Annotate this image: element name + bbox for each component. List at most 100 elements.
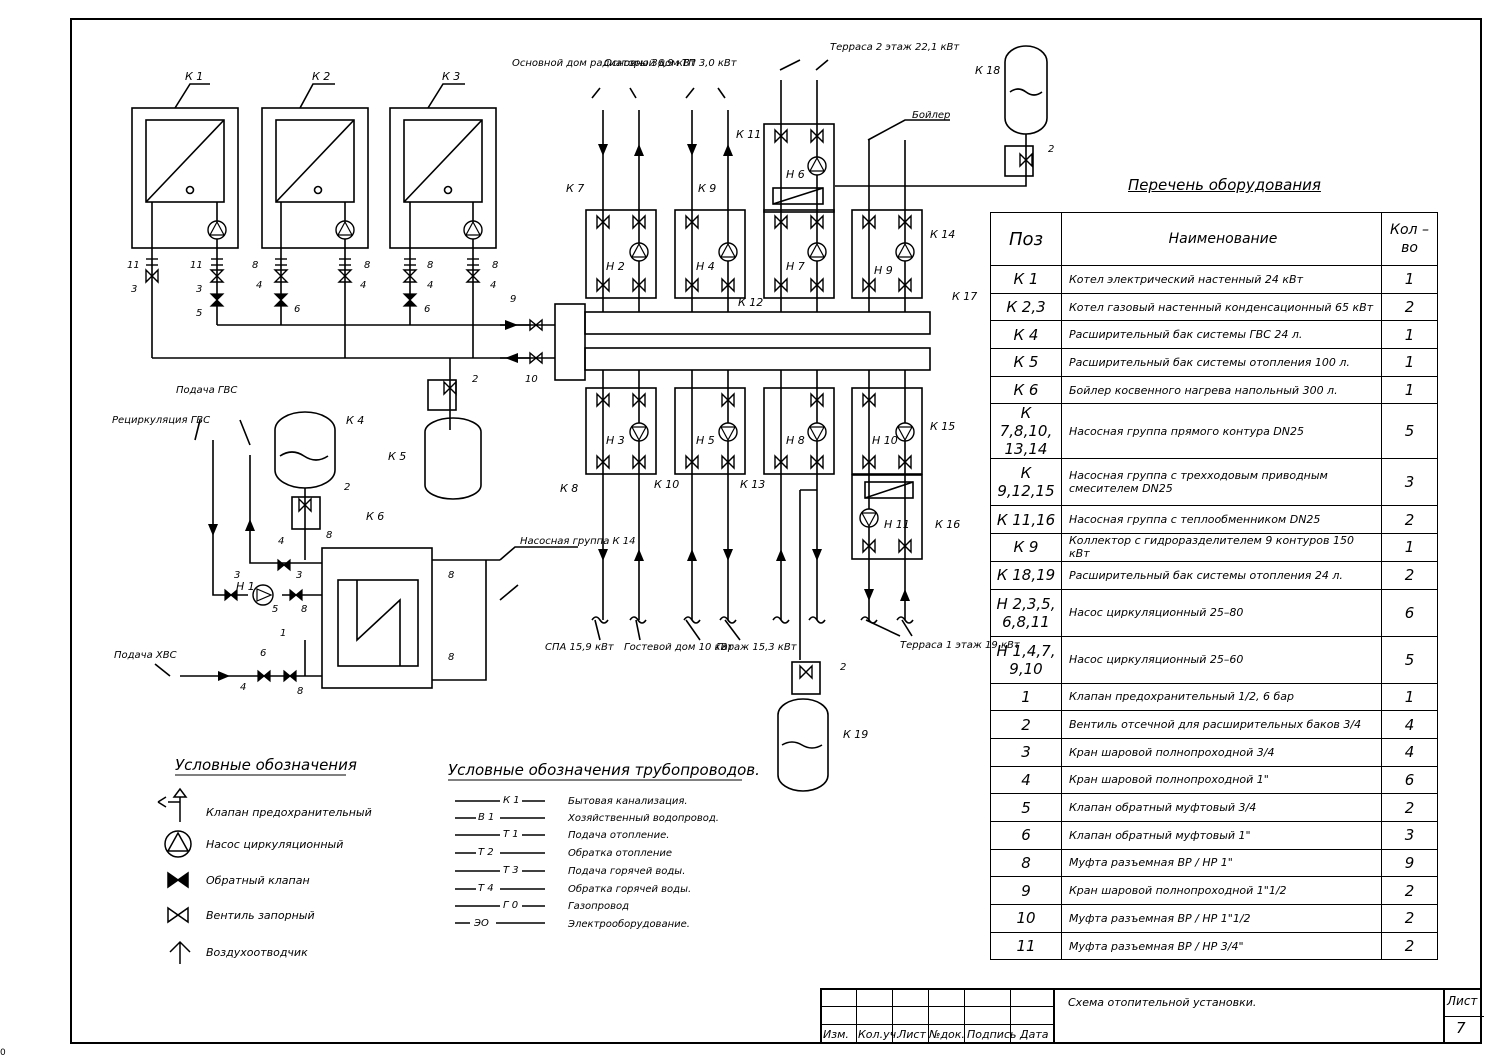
pipe-code-k1: К 1 (503, 795, 520, 806)
label-k4: К 4 (346, 414, 364, 427)
label-circuit-boiler: Бойлер (912, 110, 950, 121)
label-k14: К 14 (930, 228, 955, 241)
row-pos: К 9 (990, 533, 1062, 562)
label-circuit-spa: СПА 15,9 кВт (545, 642, 615, 653)
label-k7: К 7 (566, 182, 584, 195)
tb-col-sheet: Лист (898, 1028, 926, 1041)
row-qty: 1 (1381, 320, 1438, 350)
num-6a: 6 (294, 304, 300, 315)
boiler-k3 (389, 107, 497, 249)
row-pos: 5 (990, 793, 1062, 822)
label-circuit-main-floor: Основной дом ТП 3,0 кВт (604, 58, 738, 69)
header-pos: Поз (990, 212, 1062, 266)
num-3c: 3 (296, 570, 302, 581)
row-pos: Н 1,4,7, 9,10 (990, 635, 1062, 684)
num-8a: 8 (252, 260, 258, 271)
row-name: Кран шаровой полнопроходной 3/4 (1061, 737, 1382, 767)
sheet-number: 7 (1456, 1019, 1466, 1037)
legend: Условные обозначения Клапан предохраните… (175, 756, 372, 959)
label-k17: К 17 (952, 290, 977, 303)
row-name: Насосная группа прямого контура DN25 (1061, 403, 1382, 460)
row-name: Коллектор с гидроразделителем 9 контуров… (1061, 533, 1382, 562)
legend-title: Условные обозначения (175, 756, 357, 774)
num-4b: 4 (360, 280, 366, 291)
row-pos: К 2,3 (990, 292, 1062, 322)
row-name: Насосная группа с теплообменником DN25 (1061, 505, 1382, 535)
label-h7: Н 7 (786, 260, 805, 273)
row-qty: 2 (1381, 904, 1438, 933)
num-8d: 8 (492, 260, 498, 271)
tank-k5 (424, 417, 482, 500)
row-pos: 3 (990, 737, 1062, 767)
title-block: Изм. Кол.уч. Лист №док. Подпись Дата Схе… (820, 988, 1484, 1044)
drawing-frame (70, 18, 1482, 1044)
row-qty: 4 (1381, 737, 1438, 767)
row-name: Насос циркуляционный 25–80 (1061, 588, 1382, 637)
label-k9: К 9 (698, 182, 716, 195)
num-3b: 3 (196, 284, 202, 295)
hydraulic-separator (554, 303, 586, 381)
row-name: Муфта разъемная ВР / НР 3/4" (1061, 931, 1382, 961)
num-2c: 2 (344, 482, 350, 493)
label-k8: К 8 (560, 482, 578, 495)
row-qty: 2 (1381, 505, 1438, 535)
collector-k17-supply (584, 311, 931, 335)
sheet-label: Лист (1447, 994, 1478, 1008)
num-8i: 8 (297, 686, 303, 697)
label-k19: К 19 (843, 728, 868, 741)
label-k2: К 2 (312, 70, 330, 83)
row-pos: К 11,16 (990, 505, 1062, 535)
num-2d: 2 (840, 662, 846, 673)
tb-col-doc: №док. (929, 1028, 965, 1041)
label-circuit-garage: Гараж 15,3 кВт (716, 642, 798, 653)
row-name: Котел электрический настенный 24 кВт (1061, 265, 1382, 294)
num-2a: 2 (472, 374, 478, 385)
label-h8: Н 8 (786, 434, 805, 447)
row-pos: 6 (990, 820, 1062, 850)
label-k13: К 13 (740, 478, 765, 491)
num-4c: 4 (427, 280, 433, 291)
pipe-desc-k1: Бытовая канализация. (568, 796, 688, 807)
label-supply-dhw: Подача ГВС (176, 385, 237, 396)
num-8c: 8 (427, 260, 433, 271)
row-qty: 5 (1381, 403, 1438, 460)
pipe-desc-eo: Электрооборудование. (567, 918, 690, 930)
boiler-k2 (261, 107, 369, 249)
legend-item-safety-valve: Клапан предохранительный (206, 806, 372, 819)
label-k11: К 11 (736, 128, 761, 141)
label-k6: К 6 (366, 510, 384, 523)
label-k5: К 5 (388, 450, 406, 463)
label-supply-cold: Подача ХВС (114, 650, 177, 661)
row-name: Вентиль отсечной для расширительных бако… (1061, 710, 1382, 739)
sheet-box (1443, 988, 1484, 1044)
header-qty: Кол – во (1381, 212, 1438, 266)
label-circuit-terrace1: Терраса 1 этаж 19 кВт (900, 640, 1021, 651)
row-pos: К 4 (990, 320, 1062, 350)
num-3d: 3 (234, 570, 240, 581)
num-6b: 6 (424, 304, 430, 315)
row-name: Расширительный бак системы отопления 24 … (1061, 560, 1382, 590)
pipe-desc-b1: Хозяйственный водопровод. (567, 813, 719, 824)
header-name: Наименование (1061, 212, 1382, 266)
label-recirc-dhw: Рециркуляция ГВС (112, 415, 210, 426)
row-qty: 1 (1381, 533, 1438, 562)
label-circuit-main-radiators: Основной дом радиаторы 36,9 кВт (512, 58, 697, 69)
tb-col-change: Изм. (823, 1028, 849, 1041)
label-h1: Н 1 (236, 580, 255, 593)
row-pos: К 9,12,15 (990, 458, 1062, 507)
collector-k17-return (584, 347, 931, 371)
label-circuit-terrace2: Терраса 2 этаж 22,1 кВт (830, 42, 960, 53)
pipe-code-b1: В 1 (478, 812, 494, 823)
num-5b: 5 (272, 604, 278, 615)
pipe-code-t4: Т 4 (478, 883, 494, 894)
row-qty: 1 (1381, 348, 1438, 377)
